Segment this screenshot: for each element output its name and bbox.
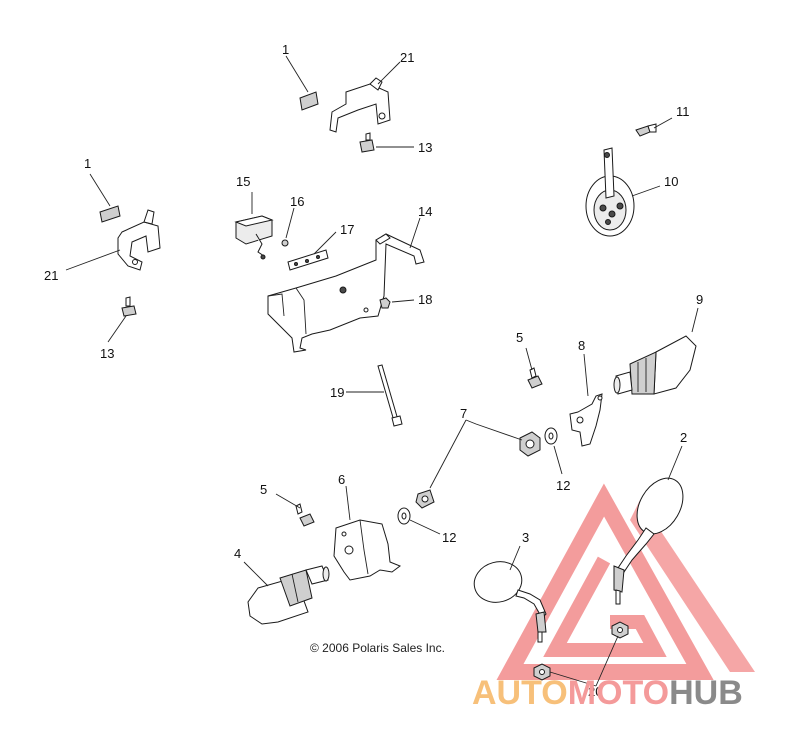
callout-5-right: 5	[516, 330, 523, 345]
callout-14: 14	[418, 204, 432, 219]
callout-19: 19	[330, 385, 344, 400]
callout-9: 9	[696, 292, 703, 307]
part-13-top-bolt	[359, 132, 375, 153]
watermark-logo	[496, 483, 755, 680]
part-12-left-washer	[397, 507, 411, 525]
part-20-nut-upper	[611, 621, 629, 639]
callout-7: 7	[460, 406, 467, 421]
part-13-left-bolt	[121, 296, 137, 317]
part-5-right-screw	[527, 367, 543, 389]
part-7-left-grommet	[415, 489, 435, 509]
watermark-auto: AUTO	[472, 674, 568, 712]
part-5-left-screw	[295, 503, 315, 527]
callout-21-top: 21	[400, 50, 414, 65]
part-20-nut-lower	[533, 663, 551, 681]
part-1-top-pad	[299, 91, 319, 111]
callout-12-right: 12	[556, 478, 570, 493]
part-21-left-bracket	[117, 209, 161, 271]
part-10-horn	[585, 147, 635, 237]
part-12-right-washer	[544, 427, 558, 445]
callout-11: 11	[676, 104, 690, 119]
copyright-text: © 2006 Polaris Sales Inc.	[310, 641, 445, 655]
callout-16: 16	[290, 194, 304, 209]
part-9-turn-signal	[613, 335, 697, 395]
watermark-text: AUTOMOTOHUB	[472, 674, 743, 712]
callout-10: 10	[664, 174, 678, 189]
part-8-bracket	[569, 393, 603, 447]
part-17-plate	[287, 249, 329, 271]
callout-20: 20	[588, 684, 602, 699]
part-14-mount-bracket	[267, 233, 425, 353]
callout-6: 6	[338, 472, 345, 487]
part-7-right-grommet	[519, 431, 541, 457]
callout-2: 2	[680, 430, 687, 445]
part-15-relay	[234, 215, 274, 260]
callout-12-left: 12	[442, 530, 456, 545]
callout-3: 3	[522, 530, 529, 545]
callout-13-left: 13	[100, 346, 114, 361]
callout-13-top: 13	[418, 140, 432, 155]
part-16-bolt	[281, 239, 289, 247]
part-2-right-mirror	[613, 477, 684, 605]
part-6-signal-bracket	[333, 519, 402, 581]
part-3-left-mirror	[473, 561, 547, 643]
part-1-left-pad	[99, 205, 121, 223]
callout-18: 18	[418, 292, 432, 307]
part-11-horn-bolt	[635, 123, 657, 137]
callout-1-top: 1	[282, 42, 289, 57]
watermark-moto: MOTO	[568, 674, 669, 712]
callout-21-left: 21	[44, 268, 58, 283]
callout-15: 15	[236, 174, 250, 189]
watermark-hub: HUB	[669, 674, 743, 712]
callout-1-left: 1	[84, 156, 91, 171]
callout-4: 4	[234, 546, 241, 561]
part-18-nut	[379, 297, 391, 309]
part-19-cable-tie	[377, 364, 403, 427]
callout-17: 17	[340, 222, 354, 237]
part-4-turn-signal	[247, 565, 330, 625]
callout-5-left: 5	[260, 482, 267, 497]
part-21-top-bracket	[329, 77, 391, 133]
callout-8: 8	[578, 338, 585, 353]
